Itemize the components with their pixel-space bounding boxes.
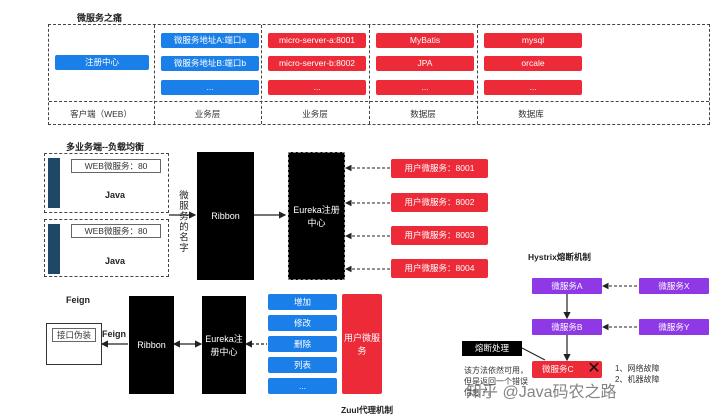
user-service-node: 用户微服务：8001: [391, 159, 488, 178]
feign-arrow-label: Feign: [102, 329, 126, 339]
db-item: mysql: [484, 33, 582, 48]
caption-biz2: 业务层: [302, 109, 328, 119]
db-item: ...: [484, 80, 582, 95]
biz2-item: ...: [268, 80, 366, 95]
db-item: orcale: [484, 56, 582, 71]
registry-center-button[interactable]: 注册中心: [55, 55, 149, 70]
service-c-node: 微服务C: [532, 361, 602, 378]
caption-biz1: 业务层: [194, 109, 221, 119]
biz1-item: 微服务地址A:端口a: [161, 33, 259, 48]
java-label: Java: [105, 190, 126, 200]
op-item: 列表: [268, 357, 337, 373]
fuse-note: 该方法依然可用，但是返回一个错误信息了。: [464, 366, 528, 397]
watermark: 知乎 @Java码农之路: [466, 384, 617, 401]
op-item: 删除: [268, 336, 337, 352]
biz2-item: micro-server-a:8001: [268, 33, 366, 48]
fuse-handler-box: 熔断处理: [462, 341, 522, 356]
service-x-node: 微服务X: [639, 278, 709, 294]
web-service-label: WEB微服务：80: [71, 159, 161, 173]
ribbon-block: Ribbon: [197, 152, 254, 280]
feign-title: Feign: [66, 295, 90, 305]
feign-ribbon-block: Ribbon: [129, 296, 174, 394]
caption-db: 数据库: [518, 109, 544, 119]
service-b-node: 微服务B: [532, 319, 602, 335]
web-service-label: WEB微服务：80: [71, 224, 161, 238]
op-item: 修改: [268, 315, 337, 331]
biz1-item: ...: [161, 80, 259, 95]
failure-reason: 1、网络故障: [615, 364, 660, 373]
web-service-group-2: WEB微服务：80 Java: [44, 219, 169, 277]
fail-cross-icon: ✕: [587, 360, 601, 377]
top-frame: [48, 24, 710, 125]
web-service-group-1: WEB微服务：80 Java: [44, 153, 169, 213]
data-item: MyBatis: [376, 33, 474, 48]
zuul-caption: Zuul代理机制: [341, 405, 393, 415]
data-item: ...: [376, 80, 474, 95]
failure-reason: 2、机器故障: [615, 375, 660, 384]
user-service-block: 用户微服务: [342, 294, 382, 394]
failure-reasons: 1、网络故障 2、机器故障: [615, 363, 659, 385]
hystrix-title: Hystrix熔断机制: [528, 252, 591, 262]
service-c-label: 微服务C: [542, 364, 574, 374]
server-icon: [48, 158, 60, 208]
user-service-node: 用户微服务：8003: [391, 226, 488, 245]
eureka-block: Eureka注册中心: [288, 152, 345, 280]
op-item: 增加: [268, 294, 337, 310]
section-title-pain: 微服务之痛: [77, 13, 123, 23]
feign-eureka-block: Eureka注册中心: [202, 296, 246, 394]
service-a-node: 微服务A: [532, 278, 602, 294]
service-name-label: 微服务的名字: [177, 190, 188, 253]
biz2-item: micro-server-b:8002: [268, 56, 366, 71]
interface-disguise-frame: 接口伪装: [46, 323, 102, 365]
data-item: JPA: [376, 56, 474, 71]
user-service-node: 用户微服务：8004: [391, 259, 488, 278]
caption-client: 客户端（WEB）: [70, 109, 132, 119]
caption-data: 数据层: [410, 109, 436, 119]
biz1-item: 微服务地址B:端口b: [161, 56, 259, 71]
op-item: ...: [268, 378, 337, 394]
user-service-node: 用户微服务：8002: [391, 193, 488, 212]
java-label: Java: [105, 256, 126, 266]
service-y-node: 微服务Y: [639, 319, 709, 335]
interface-disguise-label: 接口伪装: [52, 328, 96, 342]
section-title-lb: 多业务端--负载均衡: [66, 142, 144, 152]
server-icon: [48, 224, 60, 274]
